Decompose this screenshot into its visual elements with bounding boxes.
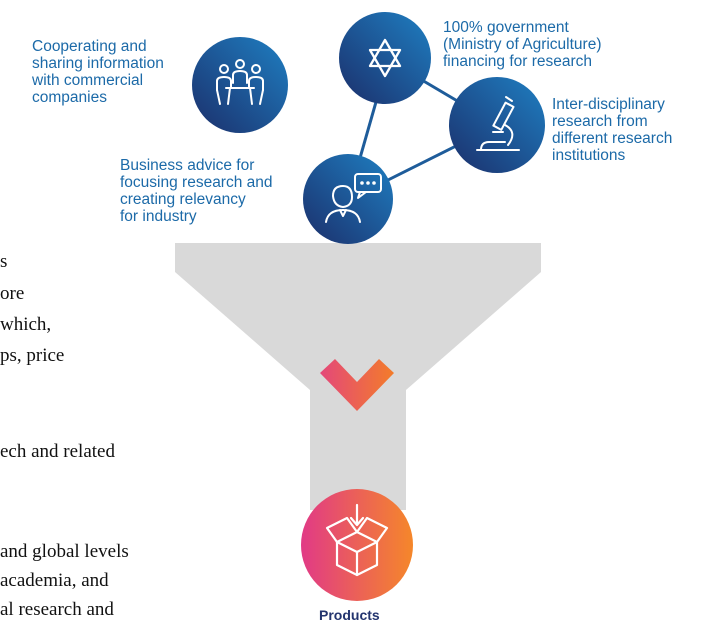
chevron-down-icon: [320, 359, 394, 411]
advisor-speech-bubble-icon: [325, 173, 382, 223]
cooperating-caption: Cooperating and sharing information with…: [32, 38, 164, 106]
interdisciplinary-circle: [449, 77, 545, 173]
body-text-line: ore: [0, 283, 25, 304]
body-text-line: al research and: [0, 599, 114, 620]
body-text-line: and global levels: [0, 541, 129, 562]
interdisciplinary-caption: Inter-disciplinary research from differe…: [552, 96, 673, 164]
meeting-people-icon: [216, 59, 264, 105]
body-text-line: s: [0, 251, 8, 272]
star-of-david-icon: [368, 38, 402, 78]
cooperating-circle: [192, 37, 288, 133]
body-text-line: which,: [0, 314, 52, 335]
microscope-icon: [476, 96, 520, 151]
products-circle: [301, 489, 413, 601]
body-text-line: academia, and: [0, 570, 109, 591]
business-caption: Business advice for focusing research an…: [120, 157, 273, 225]
products-label: Products: [319, 607, 380, 623]
government-caption: 100% government (Ministry of Agriculture…: [443, 19, 602, 70]
body-text-line: ech and related: [0, 441, 115, 462]
government-circle: [339, 12, 431, 104]
body-text-line: ps, price: [0, 345, 65, 366]
funnel-shape: [175, 243, 541, 510]
open-box-icon: [325, 503, 389, 577]
